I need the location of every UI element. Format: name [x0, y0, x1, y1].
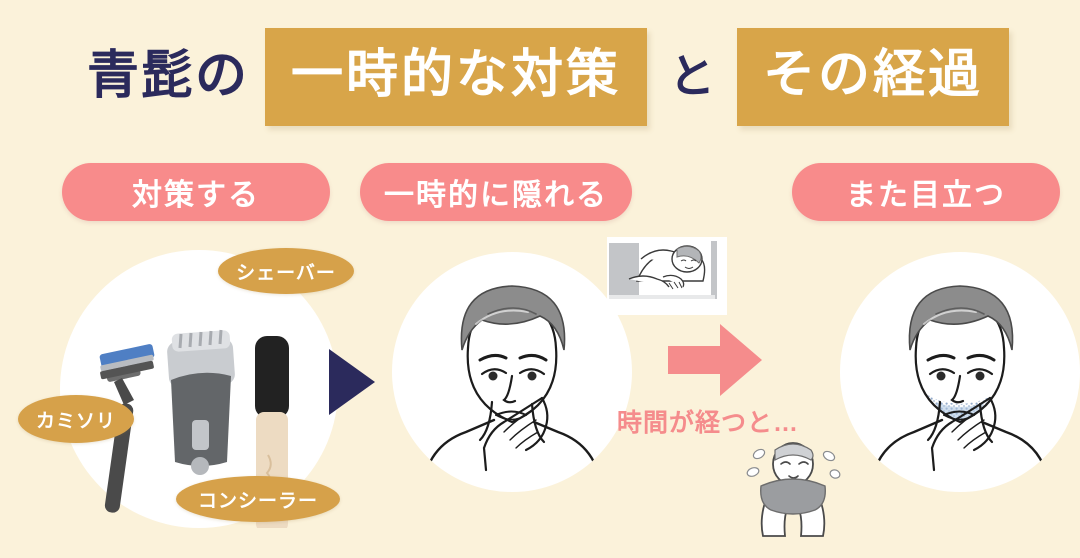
tool-label-razor: カミソリ — [18, 395, 134, 443]
clean-shaven-face-illustration — [420, 285, 604, 492]
worried-person-illustration — [746, 442, 841, 537]
sleeping-in-bed-illustration — [607, 237, 727, 315]
step-badge-mata-medatsu: また目立つ — [792, 163, 1060, 221]
arrow-right-navy-icon — [329, 349, 375, 415]
title-highlight-box-2: その経過 — [737, 28, 1010, 126]
page-title: 青髭の 一時的な対策 と その経過 — [0, 22, 1080, 132]
step-badge-ichijiteki-ni-kakureru: 一時的に隠れる — [360, 163, 632, 221]
time-passes-caption: 時間が経つと… — [617, 409, 800, 437]
step-badge-taisaku-suru: 対策する — [62, 163, 330, 221]
arrow-right-pink-icon — [668, 324, 762, 396]
tool-label-shaver: シェーバー — [218, 248, 354, 294]
title-highlight-box-1: 一時的な対策 — [264, 28, 647, 126]
beard-shadow-face-illustration — [868, 285, 1052, 492]
title-conjunction: と — [669, 51, 715, 102]
tool-label-concealer: コンシーラー — [176, 476, 340, 522]
electric-shaver-icon — [167, 329, 235, 475]
title-lead-text: 青髭の — [86, 48, 249, 105]
